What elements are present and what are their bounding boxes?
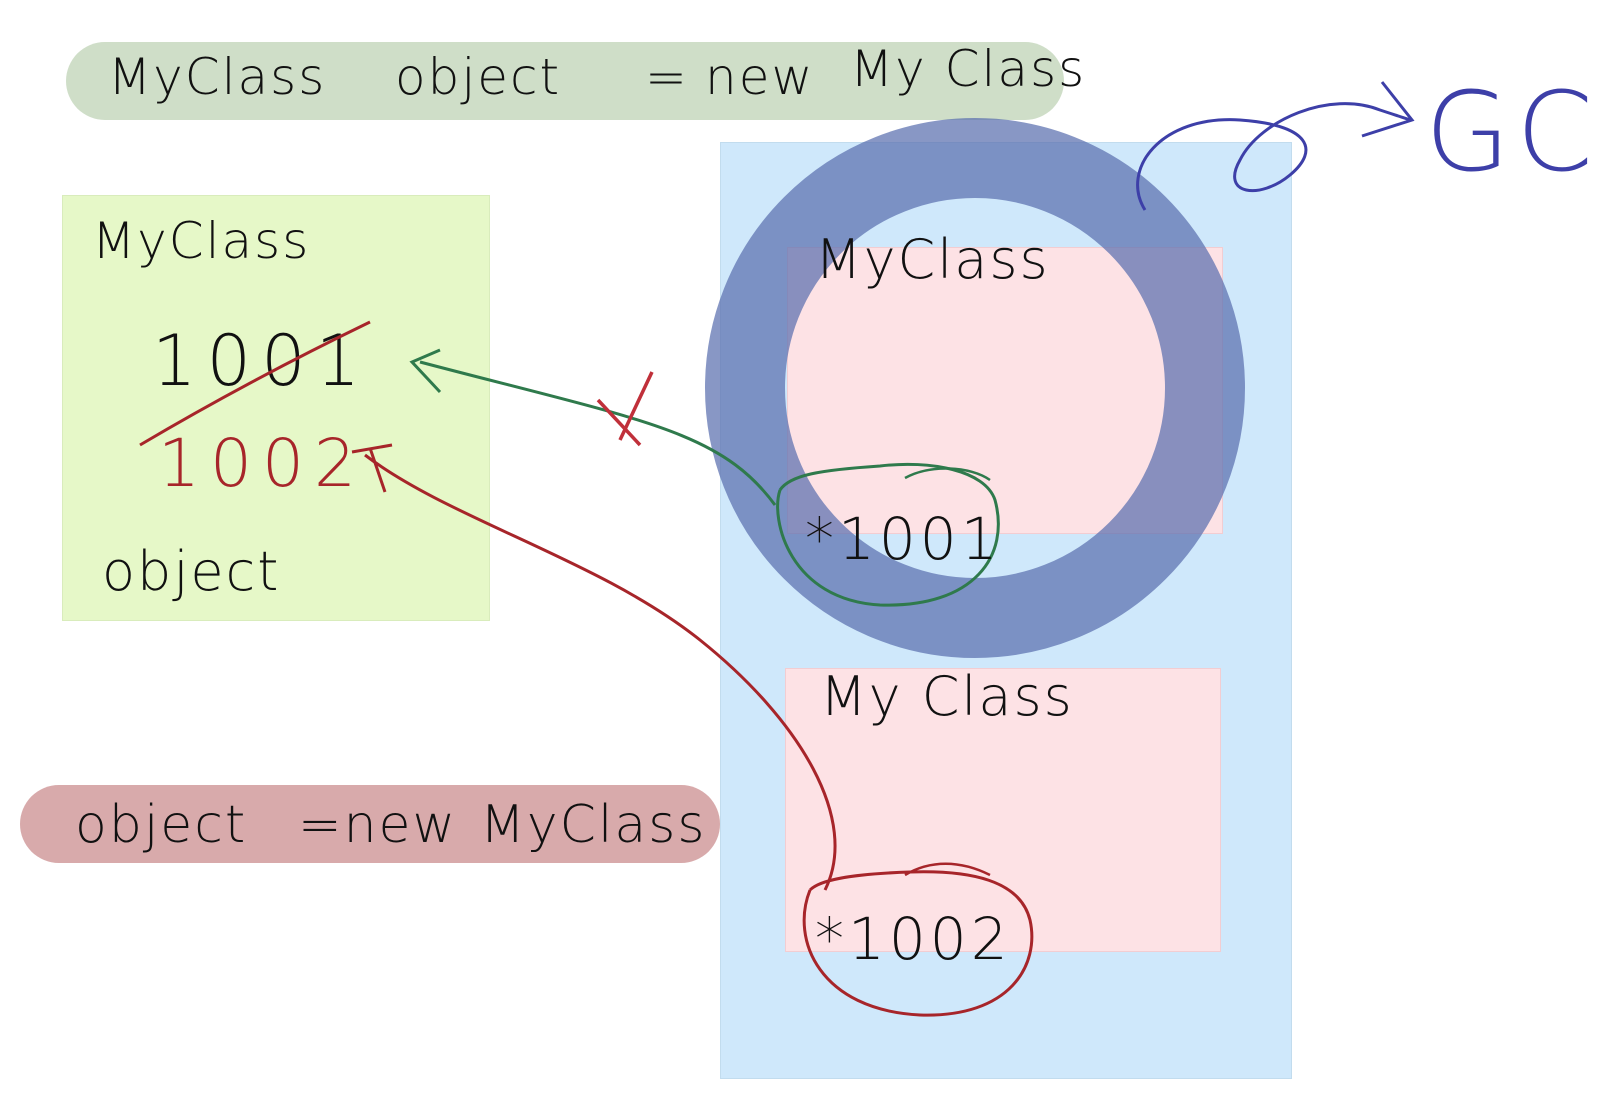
- code-line-top: [66, 42, 1064, 120]
- gc-arrow: [1136, 102, 1411, 211]
- red-reference-arrow: [364, 453, 837, 891]
- red-arrow-head: [351, 443, 393, 493]
- green-reference-arrow: [419, 360, 777, 506]
- stack-type-label: MyClass: [92, 212, 311, 270]
- gc-arrow-head: [1361, 81, 1415, 138]
- red-circle: [802, 870, 1034, 1017]
- gc-ring: [705, 118, 1245, 658]
- code-line-bottom: [20, 785, 720, 863]
- heap-obj1-address: *1001: [805, 505, 1002, 573]
- stack-var-label: object: [102, 540, 281, 603]
- stack-new-ref: 1002: [158, 425, 366, 502]
- code-bottom-var: object: [75, 795, 248, 855]
- code-bottom-assign: =new: [298, 795, 458, 855]
- heap-obj2-address: *1002: [815, 905, 1012, 973]
- heap-obj1-label: MyClass: [815, 228, 1050, 291]
- stack-old-ref: 1001: [152, 320, 371, 402]
- heap-object-1002: [785, 668, 1221, 952]
- code-bottom-ctor: MyClass: [480, 795, 707, 855]
- strike-through-line: [139, 320, 371, 447]
- heap-obj2-label: My Class: [820, 665, 1074, 728]
- code-top-type: MyClass: [108, 48, 327, 106]
- stack-variable-box: [62, 195, 490, 621]
- green-circle-tail: [904, 467, 991, 482]
- gc-label: GC: [1425, 68, 1600, 196]
- code-top-ctor: My Class: [850, 40, 1087, 98]
- code-top-equals: =: [645, 48, 689, 106]
- code-top-new: new: [705, 48, 815, 106]
- green-arrow-head: [409, 348, 442, 394]
- red-circle-tail: [904, 862, 991, 877]
- code-top-var: object: [395, 48, 562, 106]
- cross-mark: [596, 371, 654, 447]
- green-circle: [776, 462, 1000, 607]
